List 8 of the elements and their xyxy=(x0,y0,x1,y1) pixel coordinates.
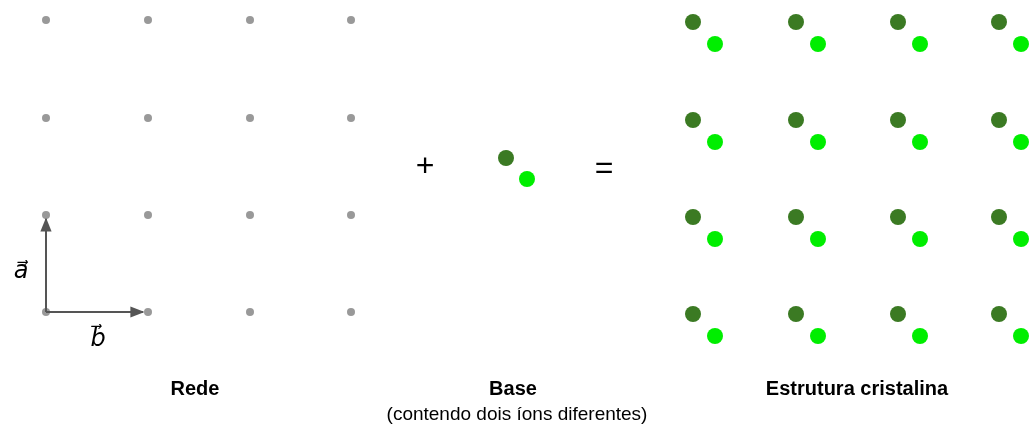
caption: Rede xyxy=(170,378,220,398)
caption: Estrutura cristalina xyxy=(765,378,949,398)
equals-sign: = xyxy=(594,151,614,183)
caption: Base xyxy=(489,378,537,398)
vector-label: b⃗ xyxy=(90,326,106,350)
subcaption: (contendo dois íons diferentes) xyxy=(386,403,648,423)
plus-sign: + xyxy=(415,149,435,181)
vector-label: a⃗ xyxy=(13,258,29,282)
